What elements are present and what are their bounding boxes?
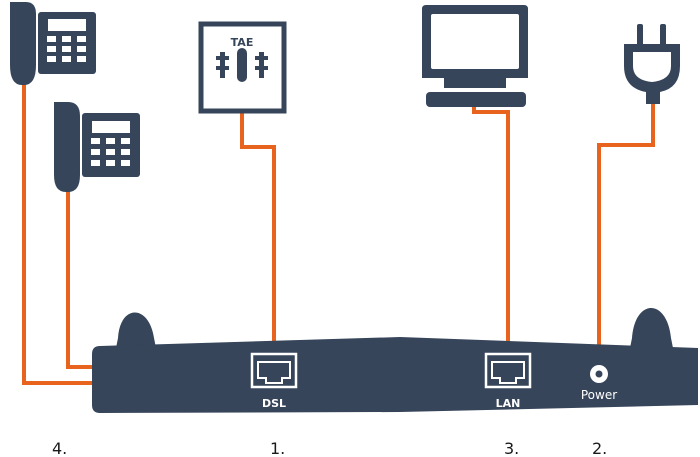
tae-socket-icon: TAE [198, 21, 287, 114]
power-plug-icon [624, 24, 680, 104]
router-body [92, 337, 698, 413]
step-label-phones: 4. [52, 439, 67, 457]
router-antenna-right [630, 308, 673, 348]
power-label: Power [581, 388, 617, 402]
lan-label: LAN [496, 397, 521, 410]
cable-lan [472, 106, 510, 356]
step-label-lan: 3. [504, 439, 519, 457]
cable-power [597, 104, 655, 364]
router-antenna-left [116, 312, 156, 348]
telephone-icon [54, 102, 140, 192]
tae-label: TAE [231, 36, 254, 49]
cable-dsl [240, 80, 276, 356]
telephone-icon [10, 2, 96, 85]
cable-phone-2 [66, 190, 93, 369]
lan-port: LAN [484, 352, 532, 410]
power-port: Power [581, 365, 617, 402]
dsl-label: DSL [262, 397, 286, 410]
step-label-power: 2. [592, 439, 607, 457]
router-icon: DSL LAN Power [92, 308, 698, 413]
step-label-dsl: 1. [270, 439, 285, 457]
cable-phone-1 [22, 80, 93, 385]
computer-icon [422, 5, 528, 107]
dsl-port: DSL [250, 352, 298, 410]
